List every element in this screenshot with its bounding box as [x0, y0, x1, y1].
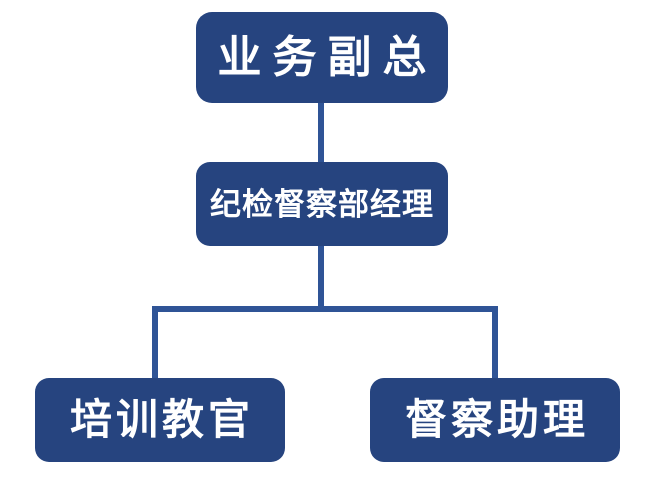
connector-horizontal-bus — [152, 306, 498, 312]
connector-exec-to-manager — [318, 100, 324, 166]
org-node-inspector-aide[interactable]: 督察助理 — [370, 378, 620, 462]
org-node-inspector-aide-label: 督察助理 — [404, 396, 589, 443]
org-node-manager-label: 纪检督察部经理 — [210, 186, 434, 222]
org-node-exec-label: 业务副总 — [217, 32, 438, 82]
org-node-exec[interactable]: 业务副总 — [196, 12, 448, 103]
org-node-manager[interactable]: 纪检督察部经理 — [196, 162, 448, 246]
connector-bus-to-inspector-aide — [492, 306, 498, 382]
org-node-trainer-label: 培训教官 — [69, 396, 254, 443]
connector-bus-to-trainer — [152, 306, 158, 382]
org-node-trainer[interactable]: 培训教官 — [35, 378, 285, 462]
connector-manager-stem — [318, 243, 324, 311]
